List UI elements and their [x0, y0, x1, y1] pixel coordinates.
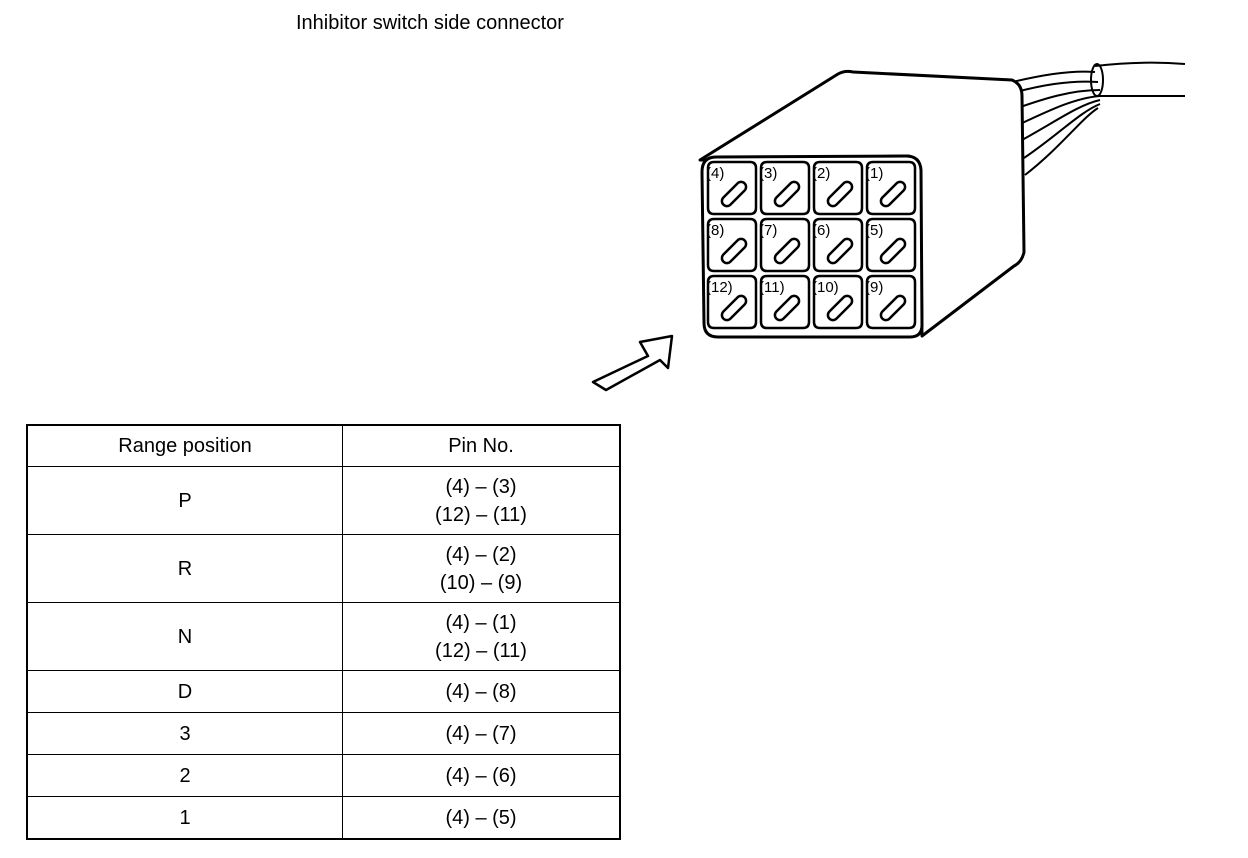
pin-terminal: [720, 180, 748, 208]
wire-harness: [999, 61, 1186, 176]
pin-number-label: (10): [812, 279, 839, 296]
pin-cell: (4) – (1) (12) – (11): [342, 602, 621, 671]
range-cell: N: [26, 602, 343, 671]
pin-terminal: [826, 237, 854, 265]
table-row: D (4) – (8): [26, 670, 621, 713]
table-header-row: Range position Pin No.: [26, 424, 621, 467]
pin-number-label: (8): [706, 222, 724, 239]
pin-grid: (4) (3) (2) (1) (8) (7) (6) (5) (12) (11) (10) (9): [706, 160, 917, 330]
range-cell: 2: [26, 754, 343, 797]
pin-terminal: [879, 180, 907, 208]
pin-cell: (4) – (3) (12) – (11): [342, 466, 621, 535]
pin-pair: (12) – (11): [435, 639, 527, 662]
pin-terminal: [720, 294, 748, 322]
pin-terminal: [879, 294, 907, 322]
pin-number-label: (4): [706, 165, 724, 182]
pin-number-label: (7): [759, 222, 777, 239]
pin-pair: (10) – (9): [439, 571, 523, 594]
pin-terminal: [826, 180, 854, 208]
table-row: 1 (4) – (5): [26, 796, 621, 840]
pin-terminal: [773, 237, 801, 265]
range-pin-table: Range position Pin No. P (4) – (3) (12) …: [26, 424, 621, 840]
pin-number-label: (3): [759, 165, 777, 182]
pin-pair: (12) – (11): [435, 503, 527, 526]
pin-pair: (4) – (2): [445, 543, 517, 566]
pin-number-label: (12): [706, 279, 733, 296]
diagram-title: Inhibitor switch side connector: [296, 12, 564, 34]
pin-pair: (4) – (1): [445, 611, 517, 634]
header-pin-no: Pin No.: [342, 424, 621, 467]
pin-terminal: [773, 294, 801, 322]
range-cell: P: [26, 466, 343, 535]
pin-cell: (4) – (5): [342, 796, 621, 840]
pin-cell: (4) – (7): [342, 712, 621, 755]
header-range-position: Range position: [26, 424, 343, 467]
pin-number-label: (5): [865, 222, 883, 239]
pin-terminal: [720, 237, 748, 265]
range-cell: 3: [26, 712, 343, 755]
table-row: 3 (4) – (7): [26, 712, 621, 755]
table-row: P (4) – (3) (12) – (11): [26, 466, 621, 535]
pin-number-label: (2): [812, 165, 830, 182]
range-cell: D: [26, 670, 343, 713]
pin-number-label: (11): [759, 279, 785, 296]
range-cell: 1: [26, 796, 343, 840]
pin-cell: (4) – (8): [342, 670, 621, 713]
pin-number-label: (1): [865, 165, 883, 182]
view-direction-arrow: [591, 334, 674, 392]
pin-number-label: (9): [865, 279, 883, 296]
pin-pair: (4) – (3): [445, 475, 517, 498]
table-row: 2 (4) – (6): [26, 754, 621, 797]
pin-terminal: [826, 294, 854, 322]
range-cell: R: [26, 534, 343, 603]
pin-terminal: [879, 237, 907, 265]
pin-terminal: [773, 180, 801, 208]
table-row: N (4) – (1) (12) – (11): [26, 602, 621, 671]
table-row: R (4) – (2) (10) – (9): [26, 534, 621, 603]
pin-number-label: (6): [812, 222, 830, 239]
pin-cell: (4) – (6): [342, 754, 621, 797]
pin-cell: (4) – (2) (10) – (9): [342, 534, 621, 603]
